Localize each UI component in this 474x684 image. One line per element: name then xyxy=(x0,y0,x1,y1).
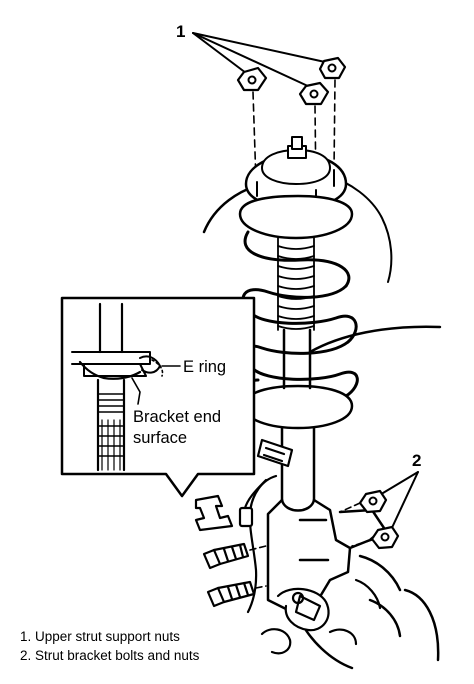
brake-hose xyxy=(238,438,294,614)
label-bracket-end-line2: surface xyxy=(133,429,187,447)
bracket-bolt-upper xyxy=(202,542,250,570)
callout-1-leaders xyxy=(192,32,326,88)
bracket-bolt-lower xyxy=(206,580,256,608)
lower-spring-seat xyxy=(242,384,354,430)
e-ring-clip xyxy=(194,494,234,532)
legend: 1. Upper strut support nuts 2. Strut bra… xyxy=(20,629,200,663)
legend-item-1: 1. Upper strut support nuts xyxy=(20,629,180,644)
upper-nut-right xyxy=(318,56,347,80)
nut-dashes xyxy=(339,502,373,547)
upper-spring-seat xyxy=(238,194,354,240)
upper-nut-left xyxy=(236,66,268,92)
label-e-ring: E ring xyxy=(183,358,226,376)
bracket-nut-upper xyxy=(358,489,388,514)
legend-item-2: 2. Strut bracket bolts and nuts xyxy=(20,648,200,663)
callout-2: 2 xyxy=(412,451,421,470)
detail-inset: E ring Bracket end surface xyxy=(60,296,256,498)
bolt-dashes xyxy=(249,545,267,589)
upper-strut-mount xyxy=(244,136,348,210)
hub-assembly xyxy=(260,578,382,655)
bracket-nut-lower xyxy=(370,525,400,550)
dust-boot xyxy=(277,237,315,331)
callout-2-leaders xyxy=(377,471,419,533)
upper-nut-center xyxy=(298,81,330,106)
callout-1: 1 xyxy=(176,22,185,41)
steering-knuckle xyxy=(266,498,402,670)
label-bracket-end-line1: Bracket end xyxy=(133,408,221,426)
